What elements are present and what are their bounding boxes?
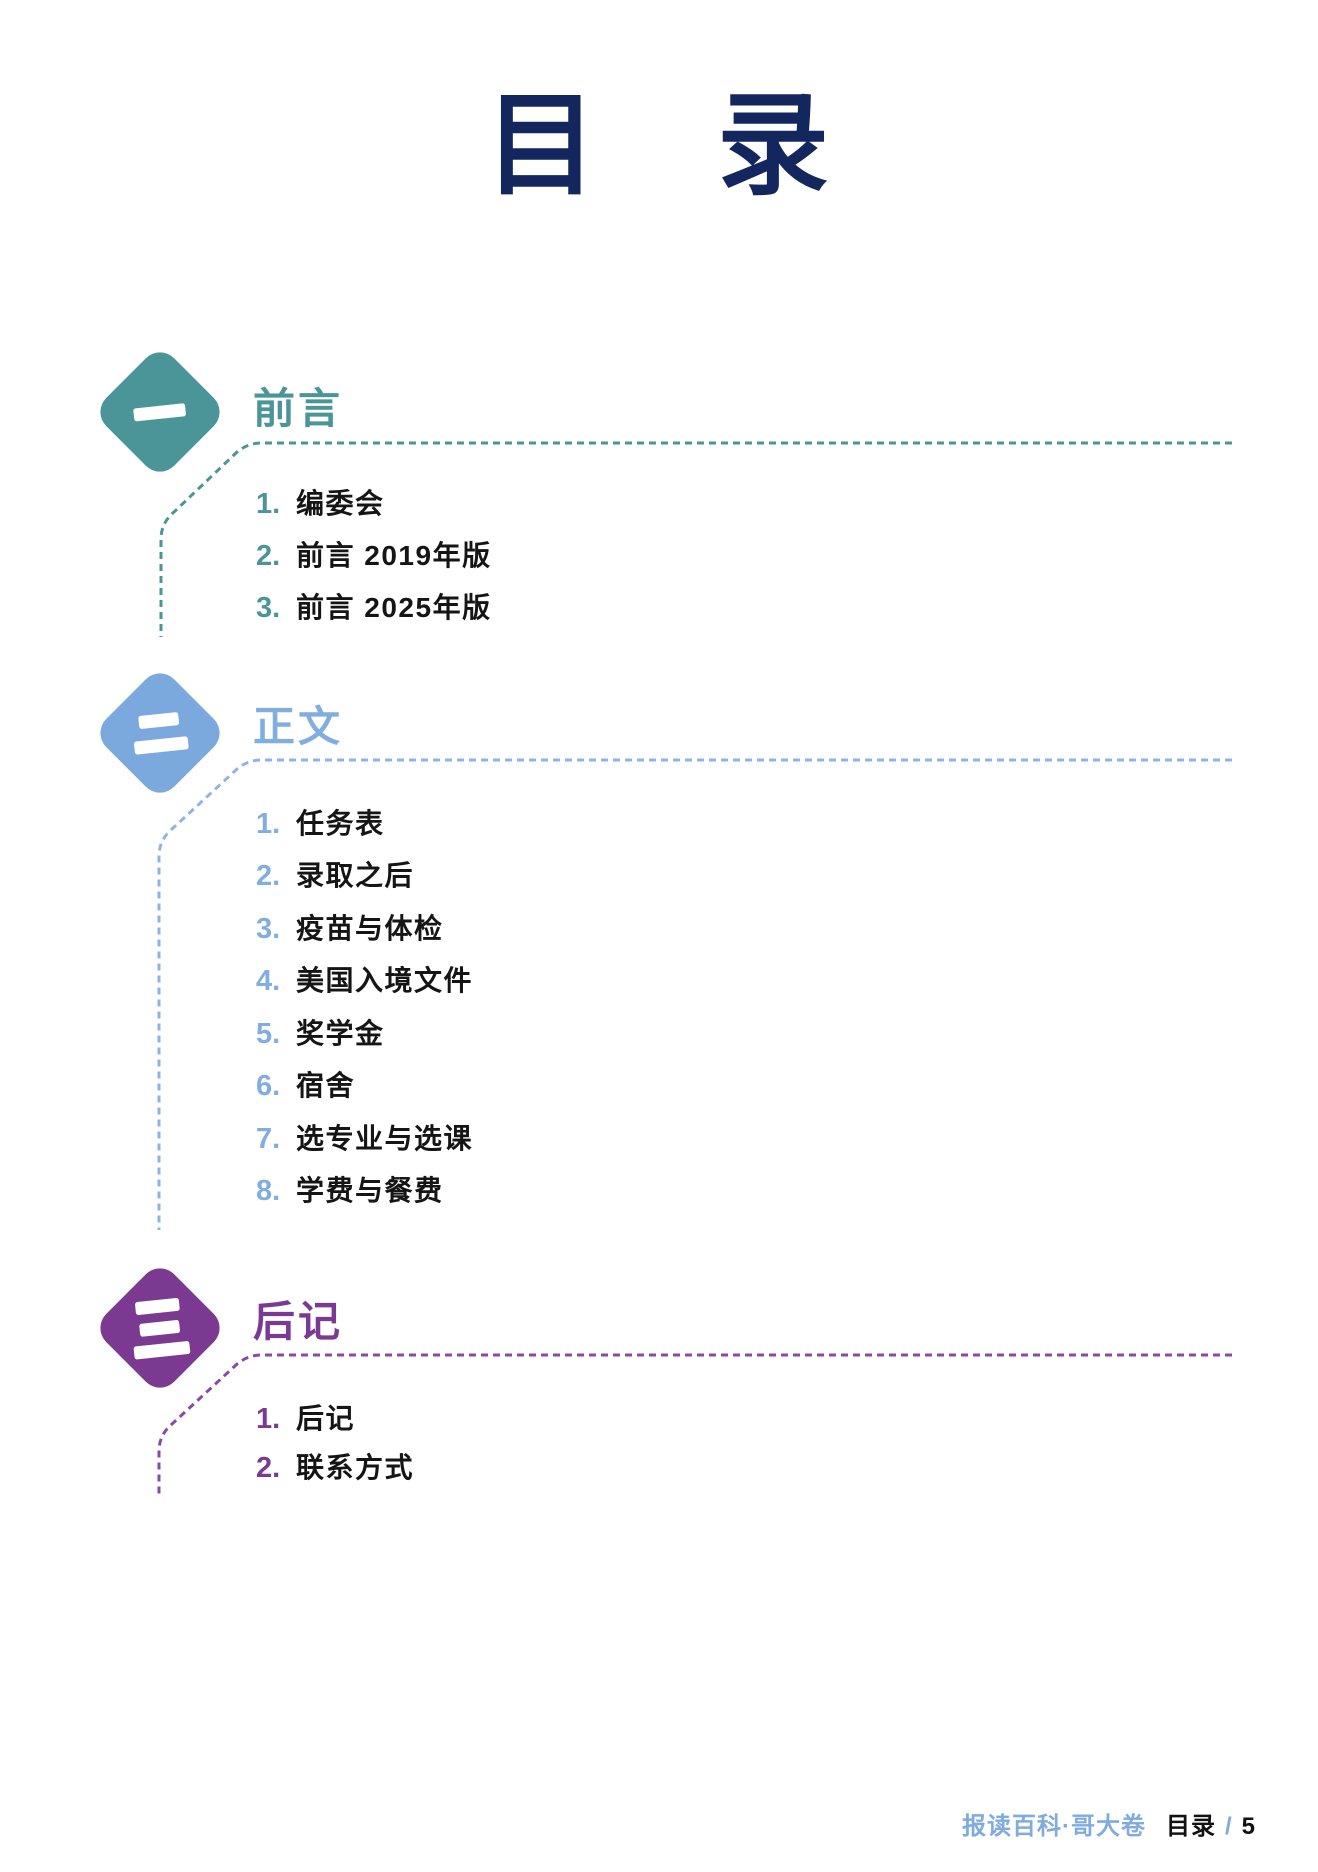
toc-item: 3. 疫苗与体检 [256, 907, 444, 947]
footer-section-name: 目录 [1165, 1813, 1216, 1840]
toc-item: 2. 联系方式 [256, 1446, 414, 1486]
section-2-title: 正文 [253, 703, 344, 750]
toc-item: 2. 前言 2019年版 [256, 534, 492, 574]
item-number: 2. [256, 540, 281, 572]
toc-item: 1. 任务表 [256, 802, 385, 842]
item-label: 前言 2019年版 [296, 540, 492, 571]
item-number: 6. [256, 1070, 281, 1102]
item-number: 2. [256, 860, 281, 892]
item-number: 2. [256, 1452, 281, 1484]
item-label: 美国入境文件 [296, 965, 474, 996]
item-number: 1. [256, 488, 281, 520]
item-label: 学费与餐费 [296, 1175, 444, 1206]
item-number: 5. [256, 1018, 281, 1050]
toc-item: 6. 宿舍 [256, 1064, 355, 1104]
item-label: 任务表 [296, 808, 385, 839]
hanzi-two-glyph [131, 711, 189, 755]
toc-item: 1. 后记 [256, 1397, 355, 1437]
item-label: 录取之后 [296, 860, 415, 891]
item-number: 3. [256, 913, 281, 945]
item-label: 前言 2025年版 [296, 592, 492, 623]
footer-separator: / [1224, 1813, 1233, 1840]
item-number: 7. [256, 1123, 281, 1155]
footer-book-title: 报读百科·哥大卷 [961, 1813, 1146, 1840]
section-3-title: 后记 [253, 1298, 344, 1345]
section-1-title: 前言 [253, 385, 344, 432]
page-footer: 报读百科·哥大卷 目录 / 5 [962, 1806, 1256, 1841]
section-1-number-badge [92, 344, 228, 480]
item-number: 4. [256, 965, 281, 997]
item-label: 宿舍 [296, 1070, 356, 1101]
item-label: 选专业与选课 [296, 1123, 474, 1154]
toc-item: 3. 前言 2025年版 [256, 586, 492, 626]
item-label: 疫苗与体检 [296, 913, 444, 944]
page-title: 目 录 [485, 83, 833, 208]
item-number: 3. [256, 592, 281, 624]
item-label: 后记 [296, 1403, 356, 1434]
toc-item: 5. 奖学金 [256, 1012, 385, 1052]
toc-item: 4. 美国入境文件 [256, 959, 473, 999]
item-number: 8. [256, 1175, 281, 1207]
item-number: 1. [256, 808, 281, 840]
section-2-number-badge [92, 665, 228, 801]
item-number: 1. [256, 1403, 281, 1435]
toc-item: 1. 编委会 [256, 482, 385, 522]
section-3-number-badge [92, 1260, 228, 1396]
toc-item: 7. 选专业与选课 [256, 1117, 473, 1157]
toc-item: 2. 录取之后 [256, 854, 414, 894]
hanzi-three-glyph [129, 1297, 191, 1360]
item-label: 编委会 [296, 488, 385, 519]
hanzi-one-glyph [133, 402, 187, 422]
item-label: 奖学金 [296, 1018, 385, 1049]
footer-page-number: 5 [1241, 1813, 1256, 1840]
toc-item: 8. 学费与餐费 [256, 1169, 444, 1209]
item-label: 联系方式 [296, 1452, 415, 1483]
